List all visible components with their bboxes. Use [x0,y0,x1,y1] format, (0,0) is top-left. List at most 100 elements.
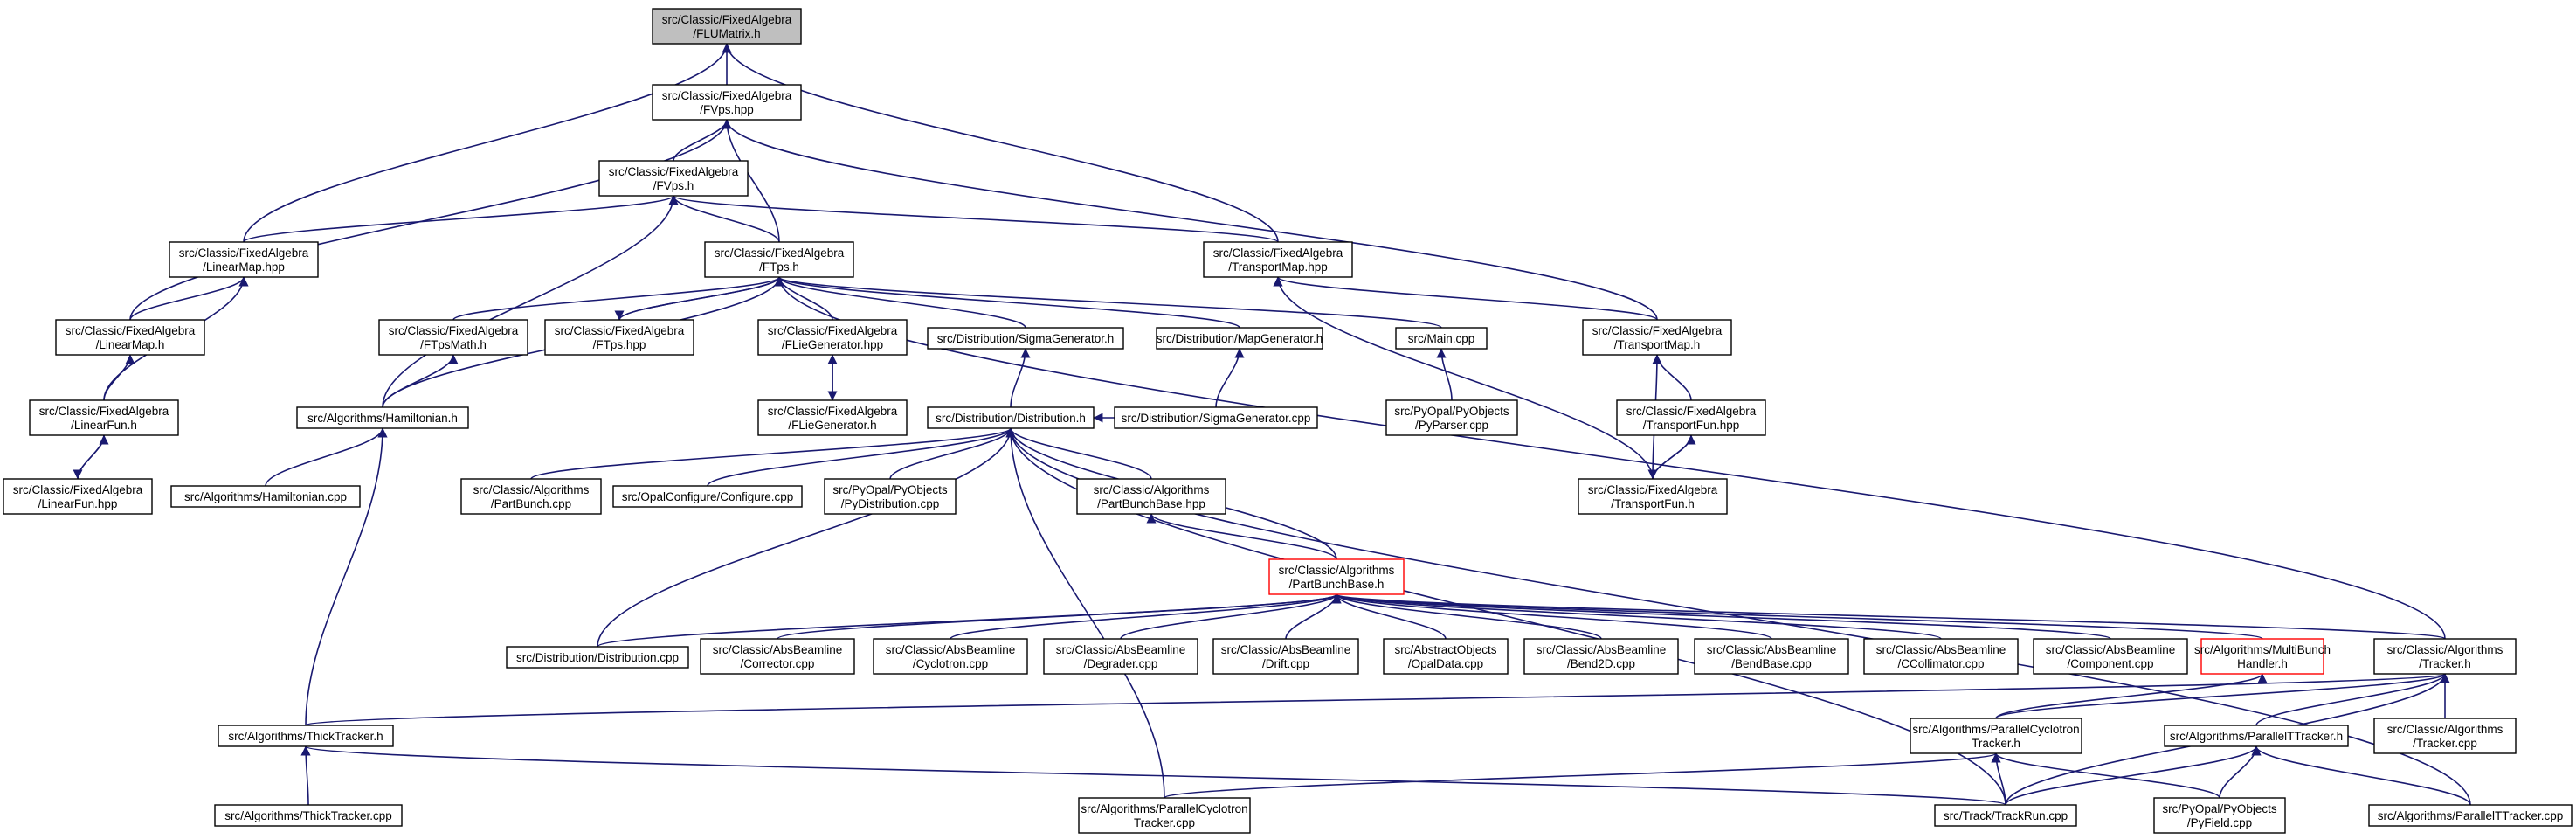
node-configure-cpp[interactable]: src/OpalConfigure/Configure.cpp [612,485,803,508]
node-drift-cpp[interactable]: src/Classic/AbsBeamline/Drift.cpp [1212,638,1359,675]
node-thicktracker-h[interactable]: src/Algorithms/ThickTracker.h [218,725,394,747]
node-corrector-cpp[interactable]: src/Classic/AbsBeamline/Corrector.cpp [700,638,855,675]
node-label: src/Classic/AbsBeamline [713,643,843,656]
node-distribution-h[interactable]: src/Distribution/Distribution.h [927,406,1095,429]
node-label: src/Classic/AbsBeamline [2046,643,2176,656]
node-fvps-h[interactable]: src/Classic/FixedAlgebra/FVps.h [598,160,749,197]
node-ftps-hpp[interactable]: src/Classic/FixedAlgebra/FTps.hpp [544,319,694,356]
node-box [704,241,854,278]
node-linearmap-hpp[interactable]: src/Classic/FixedAlgebra/LinearMap.hpp [169,241,319,278]
node-cyclotron-cpp[interactable]: src/Classic/AbsBeamline/Cyclotron.cpp [873,638,1028,675]
node-hamiltonian-cpp[interactable]: src/Algorithms/Hamiltonian.cpp [170,485,361,508]
edge-component-cpp-to-partbunchbase-h [1332,593,2111,640]
node-label: src/Classic/FixedAlgebra [768,324,898,337]
edge-paralleltt-h-to-tracker-h [2255,673,2450,726]
node-label: /TransportMap.h [1614,338,1701,351]
node-box [1043,638,1198,675]
node-box [1156,327,1323,350]
node-degrader-cpp[interactable]: src/Classic/AbsBeamline/Degrader.cpp [1043,638,1198,675]
node-paralleltt-cpp[interactable]: src/Algorithms/ParallelTTracker.cpp [2368,804,2573,827]
node-parallelcyc-cpp[interactable]: src/Algorithms/ParallelCyclotronTracker.… [1078,797,1251,834]
node-box [170,485,361,508]
edge-transportmap-h-to-fvps-hpp [722,119,1658,321]
edge-transportmap-hpp-to-flumatrix [722,43,1279,243]
edge-partbunchbase-h-to-partbunchbase-hpp [1146,513,1337,560]
node-transportmap-h[interactable]: src/Classic/FixedAlgebra/TransportMap.h [1582,319,1732,356]
node-box [2373,638,2517,675]
node-tracker-h[interactable]: src/Classic/Algorithms/Tracker.h [2373,638,2517,675]
node-transportfun-hpp[interactable]: src/Classic/FixedAlgebra/TransportFun.hp… [1616,399,1766,436]
node-box [598,160,749,197]
node-label: src/Classic/FixedAlgebra [555,324,685,337]
node-label: /BendBase.cpp [1731,657,1812,670]
edge-linearfun-h-to-linearmap-h [103,354,135,401]
node-box [1523,638,1679,675]
node-main-cpp[interactable]: src/Main.cpp [1395,327,1488,350]
node-opaldata-cpp[interactable]: src/AbstractObjects/OpalData.cpp [1383,638,1509,675]
node-linearmap-h[interactable]: src/Classic/FixedAlgebra/LinearMap.h [55,319,205,356]
node-label: /PartBunchBase.h [1289,578,1385,591]
node-hamiltonian-h[interactable]: src/Algorithms/Hamiltonian.h [296,406,469,429]
node-box [1385,399,1518,436]
node-bend2d-cpp[interactable]: src/Classic/AbsBeamline/Bend2D.cpp [1523,638,1679,675]
node-label: src/Algorithms/ParallelTTracker.cpp [2378,809,2564,822]
node-box [218,725,394,747]
node-label: src/PyOpal/PyObjects [832,483,948,496]
node-paralleltt-h[interactable]: src/Algorithms/ParallelTTracker.h [2164,725,2349,747]
node-box [1694,638,1849,675]
node-transportmap-hpp[interactable]: src/Classic/FixedAlgebra/TransportMap.hp… [1203,241,1353,278]
node-component-cpp[interactable]: src/Classic/AbsBeamline/Component.cpp [2033,638,2188,675]
node-partbunch-cpp[interactable]: src/Classic/Algorithms/PartBunch.cpp [460,478,602,515]
edge-linearmap-h-to-fvps-hpp [129,119,732,321]
node-box [927,327,1124,350]
node-linearfun-h[interactable]: src/Classic/FixedAlgebra/LinearFun.h [29,399,179,436]
node-fliegen-hpp[interactable]: src/Classic/FixedAlgebra/FLieGenerator.h… [757,319,908,356]
node-ftps-h[interactable]: src/Classic/FixedAlgebra/FTps.h [704,241,854,278]
node-sigmagen-h[interactable]: src/Distribution/SigmaGenerator.h [927,327,1124,350]
node-distribution-cpp[interactable]: src/Distribution/Distribution.cpp [506,646,689,669]
edge-distribution-h-to-sigmagen-h [1010,348,1031,408]
edge-hamiltonian-h-to-ftpsmath-h [382,354,459,408]
node-linearfun-hpp[interactable]: src/Classic/FixedAlgebra/LinearFun.hpp [3,478,153,515]
edge-tracker-h-to-partbunchbase-h [1332,593,2446,640]
node-label: /PartBunchBase.hpp [1097,497,1205,510]
node-label: /LinearFun.h [71,419,137,432]
node-pyfield-cpp[interactable]: src/PyOpal/PyObjects/PyField.cpp [2153,797,2286,834]
node-bendbase-cpp[interactable]: src/Classic/AbsBeamline/BendBase.cpp [1694,638,1849,675]
node-pydistribution-cpp[interactable]: src/PyOpal/PyObjects/PyDistribution.cpp [824,478,957,515]
node-box [612,485,803,508]
node-mapgen-h[interactable]: src/Distribution/MapGenerator.h [1156,327,1323,350]
node-fvps-hpp[interactable]: src/Classic/FixedAlgebra/FVps.hpp [652,84,802,121]
node-label: src/Distribution/Distribution.h [936,412,1086,425]
node-partbunchbase-h[interactable]: src/Classic/Algorithms/PartBunchBase.h [1268,558,1405,595]
node-thicktracker-cpp[interactable]: src/Algorithms/ThickTracker.cpp [214,804,403,827]
edge-transportmap-hpp-to-fvps-h [668,195,1279,243]
node-label: Tracker.cpp [1134,816,1195,829]
node-parallelcyc-h[interactable]: src/Algorithms/ParallelCyclotronTracker.… [1910,718,2082,754]
node-label: src/Classic/AbsBeamline [1707,643,1837,656]
edge-transportmap-h-to-transportmap-hpp [1273,276,1658,321]
node-label: src/Algorithms/ParallelCyclotron [1081,802,1247,815]
node-pyparser-cpp[interactable]: src/PyOpal/PyObjects/PyParser.cpp [1385,399,1518,436]
edge-ccollimator-cpp-to-partbunchbase-h [1331,593,1942,640]
node-fliegen-h[interactable]: src/Classic/FixedAlgebra/FLieGenerator.h [757,399,908,436]
node-trackrun-cpp[interactable]: src/Track/TrackRun.cpp [1934,804,2077,827]
node-transportfun-h[interactable]: src/Classic/FixedAlgebra/TransportFun.h [1578,478,1728,515]
edge-degrader-cpp-to-partbunchbase-h [1120,593,1342,640]
node-label: src/Classic/AbsBeamline [1537,643,1667,656]
node-box [296,406,469,429]
edge-bend2d-cpp-to-partbunchbase-h [1331,593,1602,640]
node-label: src/Classic/AbsBeamline [1056,643,1186,656]
node-tracker-cpp[interactable]: src/Classic/Algorithms/Tracker.cpp [2373,718,2517,754]
node-sigmagen-cpp[interactable]: src/Distribution/SigmaGenerator.cpp [1114,406,1318,429]
node-label: Handler.h [2237,657,2288,670]
node-ftpsmath-h[interactable]: src/Classic/FixedAlgebra/FTpsMath.h [378,319,528,356]
node-flumatrix[interactable]: src/Classic/FixedAlgebra/FLUMatrix.h [652,8,802,45]
node-box [169,241,319,278]
node-partbunchbase-hpp[interactable]: src/Classic/Algorithms/PartBunchBase.hpp [1076,478,1226,515]
node-box [652,84,802,121]
node-ccollimator-cpp[interactable]: src/Classic/AbsBeamline/CCollimator.cpp [1863,638,2019,675]
node-label: src/OpalConfigure/Configure.cpp [622,490,794,503]
node-box [2153,797,2286,834]
